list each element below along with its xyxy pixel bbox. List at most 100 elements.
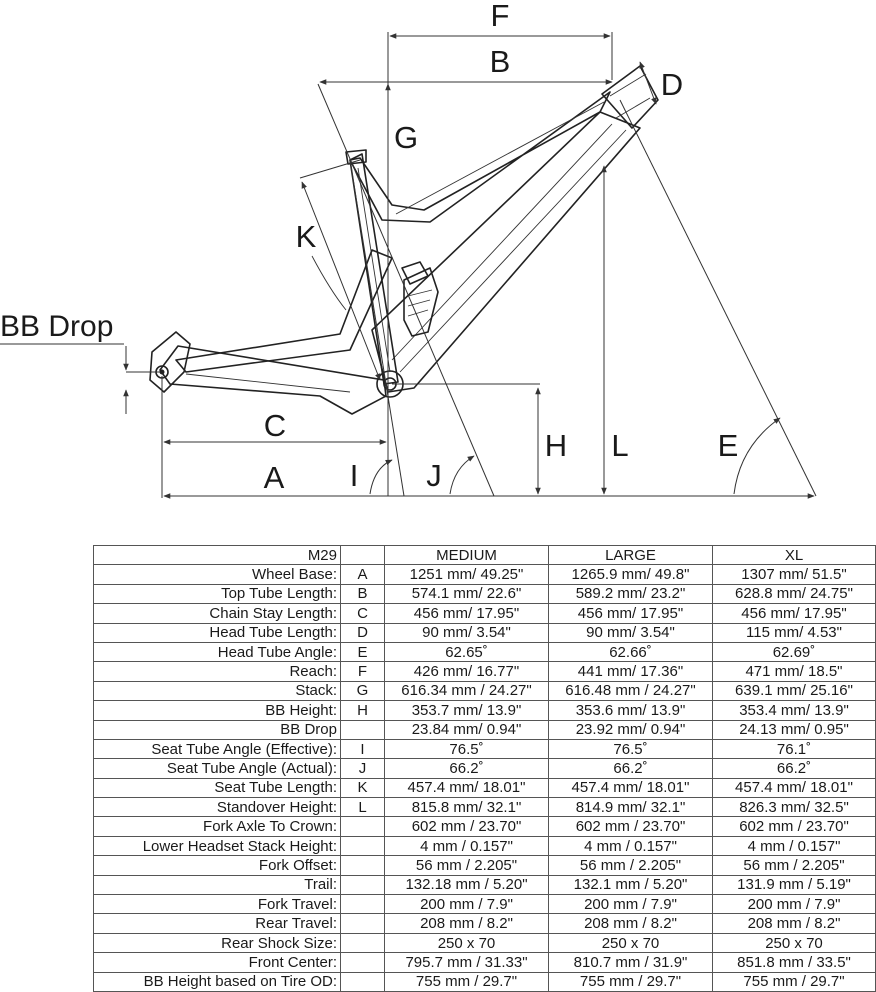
row-value-xl: 24.13 mm/ 0.95" bbox=[712, 719, 876, 740]
row-value-medium: 23.84 mm/ 0.94" bbox=[384, 719, 549, 740]
row-value-large: 200 mm / 7.9" bbox=[548, 894, 713, 915]
row-label: Wheel Base: bbox=[93, 564, 341, 585]
row-label: Standover Height: bbox=[93, 797, 341, 818]
header-size-xl: XL bbox=[712, 544, 876, 566]
row-value-large: 353.6 mm/ 13.9" bbox=[548, 700, 713, 721]
label-k: K bbox=[296, 219, 317, 254]
row-letter: J bbox=[340, 758, 385, 779]
row-letter bbox=[340, 719, 385, 740]
row-letter bbox=[340, 932, 385, 954]
row-value-medium: 457.4 mm/ 18.01" bbox=[384, 777, 549, 799]
row-value-large: 90 mm/ 3.54" bbox=[548, 622, 713, 643]
row-letter: G bbox=[340, 680, 385, 702]
label-b: B bbox=[490, 44, 511, 79]
row-value-medium: 815.8 mm/ 32.1" bbox=[384, 797, 549, 818]
table-row: Trail:132.18 mm / 5.20"132.1 mm / 5.20"1… bbox=[93, 874, 876, 896]
row-label: Lower Headset Stack Height: bbox=[93, 835, 341, 857]
row-value-medium: 132.18 mm / 5.20" bbox=[384, 874, 549, 896]
label-f: F bbox=[491, 0, 510, 33]
row-value-medium: 76.5˚ bbox=[384, 738, 549, 760]
row-value-medium: 56 mm / 2.205" bbox=[384, 855, 549, 876]
row-label: Chain Stay Length: bbox=[93, 603, 341, 624]
row-value-medium: 795.7 mm / 31.33" bbox=[384, 952, 549, 973]
row-value-medium: 62.65˚ bbox=[384, 641, 549, 663]
table-row: BB Height based on Tire OD: 755 mm / 29.7… bbox=[93, 971, 876, 992]
row-value-medium: 602 mm / 23.70" bbox=[384, 816, 549, 837]
row-value-xl: 639.1 mm/ 25.16" bbox=[712, 680, 876, 702]
row-value-xl: 602 mm / 23.70" bbox=[712, 816, 876, 837]
row-letter: L bbox=[340, 797, 385, 818]
frame-geometry-diagram: F B D G K BB Drop C A I J H L E bbox=[0, 0, 817, 499]
row-value-large: 602 mm / 23.70" bbox=[548, 816, 713, 837]
table-row: Front Center:795.7 mm / 31.33"810.7 mm /… bbox=[93, 952, 876, 973]
row-value-medium: 1251 mm/ 49.25" bbox=[384, 564, 549, 585]
row-value-xl: 457.4 mm/ 18.01" bbox=[712, 777, 876, 799]
row-value-large: 23.92 mm/ 0.94" bbox=[548, 719, 713, 740]
row-value-xl: 76.1˚ bbox=[712, 738, 876, 760]
row-value-xl: 62.69˚ bbox=[712, 641, 876, 663]
row-label: BB Height: bbox=[93, 700, 341, 721]
label-c: C bbox=[264, 408, 286, 443]
row-value-medium: 616.34 mm / 24.27" bbox=[384, 680, 549, 702]
label-a: A bbox=[264, 460, 285, 495]
row-letter bbox=[340, 816, 385, 837]
header-size-large: LARGE bbox=[548, 544, 713, 566]
row-value-large: 56 mm / 2.205" bbox=[548, 855, 713, 876]
label-d: D bbox=[661, 67, 683, 102]
row-label: BB Height based on Tire OD: bbox=[93, 971, 341, 992]
row-letter bbox=[340, 874, 385, 896]
label-h: H bbox=[545, 428, 567, 463]
row-value-medium: 200 mm / 7.9" bbox=[384, 894, 549, 915]
row-label: Top Tube Length: bbox=[93, 583, 341, 605]
row-value-xl: 1307 mm/ 51.5" bbox=[712, 564, 876, 585]
label-e: E bbox=[718, 428, 739, 463]
row-value-xl: 56 mm / 2.205" bbox=[712, 855, 876, 876]
row-value-large: 208 mm / 8.2" bbox=[548, 913, 713, 934]
table-header-row: M29 MEDIUM LARGE XL bbox=[93, 544, 876, 566]
row-value-xl: 755 mm / 29.7" bbox=[712, 971, 876, 992]
row-value-xl: 826.3 mm/ 32.5" bbox=[712, 797, 876, 818]
label-g: G bbox=[394, 120, 418, 155]
row-value-large: 76.5˚ bbox=[548, 738, 713, 760]
row-letter: I bbox=[340, 738, 385, 760]
row-label: Seat Tube Angle (Effective): bbox=[93, 738, 341, 760]
row-value-medium: 208 mm / 8.2" bbox=[384, 913, 549, 934]
row-letter bbox=[340, 952, 385, 973]
row-value-large: 250 x 70 bbox=[548, 932, 713, 954]
row-label: Trail: bbox=[93, 874, 341, 896]
row-label: Seat Tube Length: bbox=[93, 777, 341, 799]
row-value-medium: 426 mm/ 16.77" bbox=[384, 661, 549, 682]
row-value-large: 755 mm / 29.7" bbox=[548, 971, 713, 992]
row-label: Fork Travel: bbox=[93, 894, 341, 915]
row-letter: B bbox=[340, 583, 385, 605]
row-value-large: 810.7 mm / 31.9" bbox=[548, 952, 713, 973]
table-row: Rear Travel:208 mm / 8.2"208 mm / 8.2"20… bbox=[93, 913, 876, 934]
header-model: M29 bbox=[93, 544, 341, 566]
row-value-large: 589.2 mm/ 23.2" bbox=[548, 583, 713, 605]
bike-frame-drawing bbox=[149, 65, 659, 415]
row-letter: K bbox=[340, 777, 385, 799]
row-value-large: 4 mm / 0.157" bbox=[548, 835, 713, 857]
row-value-medium: 250 x 70 bbox=[384, 932, 549, 954]
row-value-large: 616.48 mm / 24.27" bbox=[548, 680, 713, 702]
row-value-large: 456 mm/ 17.95" bbox=[548, 603, 713, 624]
row-value-medium: 574.1 mm/ 22.6" bbox=[384, 583, 549, 605]
header-letter bbox=[340, 544, 385, 566]
row-label: Fork Axle To Crown: bbox=[93, 816, 341, 837]
row-value-xl: 131.9 mm / 5.19" bbox=[712, 874, 876, 896]
row-value-large: 441 mm/ 17.36" bbox=[548, 661, 713, 682]
label-bb-drop: BB Drop bbox=[0, 310, 113, 343]
row-letter: H bbox=[340, 700, 385, 721]
row-letter: C bbox=[340, 603, 385, 624]
row-value-xl: 471 mm/ 18.5" bbox=[712, 661, 876, 682]
